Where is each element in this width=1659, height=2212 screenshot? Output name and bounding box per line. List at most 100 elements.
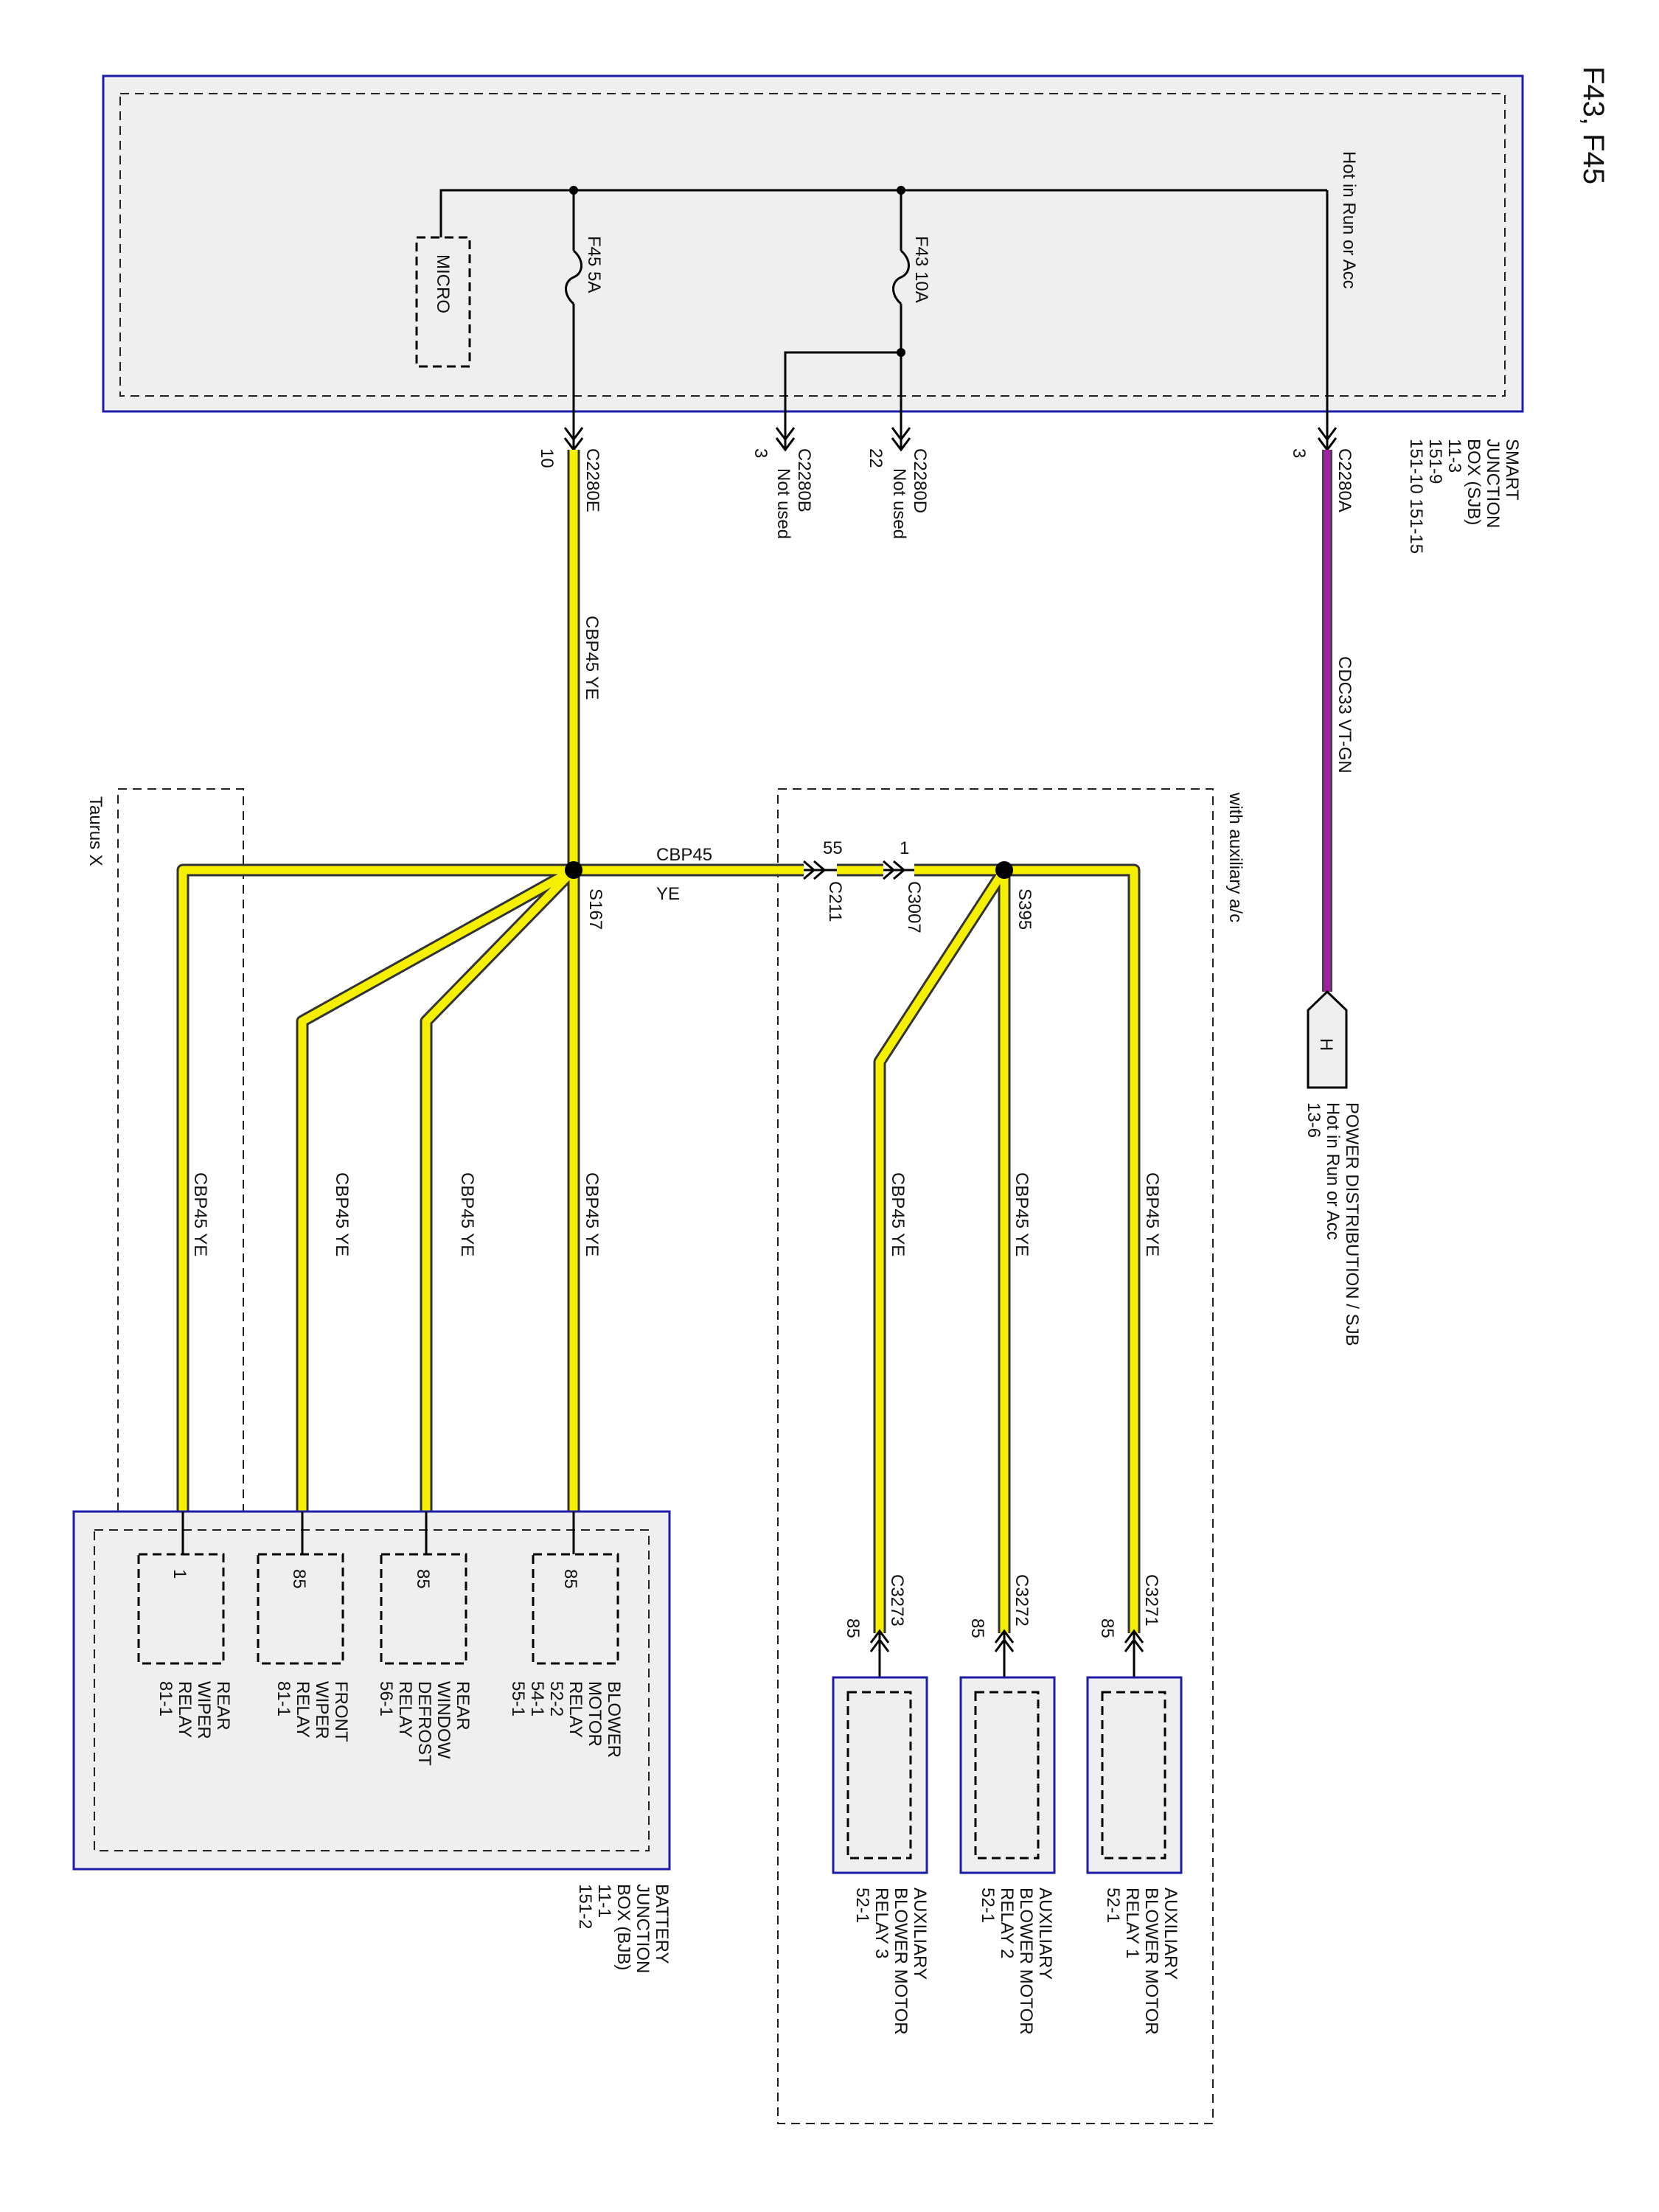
bjb-relay-stubs: [181, 1512, 575, 1554]
c2280d-pin: 22: [866, 448, 886, 468]
svg-text:BATTERY: BATTERY: [652, 1884, 672, 1964]
svg-text:151-10 151-15: 151-10 151-15: [1406, 439, 1426, 554]
aux-relay-3-connector: C3273: [887, 1574, 907, 1627]
bjb-relay-blower-motor: [532, 1553, 619, 1665]
svg-text:56-1: 56-1: [376, 1681, 396, 1717]
wire-cbp45-label: CBP45 YE: [582, 1172, 602, 1256]
svg-text:RELAY: RELAY: [293, 1681, 313, 1738]
svg-text:13-6: 13-6: [1304, 1102, 1324, 1138]
power-connector-letter: H: [1316, 1038, 1336, 1051]
svg-text:151-2: 151-2: [575, 1884, 595, 1929]
svg-text:Hot in Run or Acc: Hot in Run or Acc: [1323, 1102, 1343, 1240]
svg-text:11-3: 11-3: [1444, 439, 1464, 473]
bjb-label: BATTERY JUNCTION BOX (BJB) 11-1 151-2: [575, 1884, 672, 1973]
f45-fuse-symbol: [565, 249, 582, 305]
splice-s167-label: S167: [585, 888, 605, 930]
svg-text:BLOWER: BLOWER: [604, 1681, 624, 1758]
wire-cbp45-label: CBP45 YE: [1012, 1172, 1032, 1256]
junction-dot: [897, 348, 905, 357]
bjb-relay-rear-wiper: [137, 1553, 225, 1665]
aux-relay-1: [1086, 1676, 1183, 1874]
svg-text:BLOWER MOTOR: BLOWER MOTOR: [1141, 1888, 1161, 2035]
yellow-wire-outlines: [176, 450, 1141, 1633]
svg-text:52-1: 52-1: [978, 1888, 998, 1923]
power-distribution-label: POWER DISTRIBUTION / SJB Hot in Run or A…: [1304, 1102, 1362, 1346]
svg-text:AUXILIARY: AUXILIARY: [910, 1888, 930, 1980]
wire-cbp45-label: CBP45 YE: [332, 1172, 352, 1256]
svg-text:DEFROST: DEFROST: [414, 1681, 434, 1766]
svg-text:REAR: REAR: [453, 1681, 473, 1731]
aux-relay-1-pin: 85: [1097, 1618, 1117, 1638]
power-distribution-connector: [1307, 990, 1348, 1089]
svg-text:52-2: 52-2: [546, 1681, 566, 1717]
wire-cbp45-label: CBP45 YE: [888, 1172, 908, 1256]
svg-text:RELAY 2: RELAY 2: [997, 1888, 1017, 1959]
svg-text:52-1: 52-1: [1103, 1888, 1123, 1923]
c2280b-label: C2280B: [794, 448, 814, 512]
bjb-relay-blower-motor-pin: 85: [560, 1569, 580, 1589]
f45-fuse-label: F45 5A: [584, 236, 604, 293]
svg-text:RELAY 3: RELAY 3: [872, 1888, 891, 1959]
svg-text:11-1: 11-1: [594, 1884, 614, 1918]
svg-text:SMART: SMART: [1502, 439, 1522, 501]
c2280a-pin: 3: [1289, 448, 1309, 458]
svg-text:WINDOW: WINDOW: [434, 1681, 453, 1759]
taurus-x-group: [117, 788, 244, 1778]
svg-text:151-9: 151-9: [1425, 439, 1445, 484]
junction-dot: [897, 186, 905, 195]
connector-arrows: [563, 427, 1338, 452]
bjb-relay-front-wiper: [257, 1553, 344, 1665]
svg-text:52-1: 52-1: [852, 1888, 872, 1923]
junction-dot: [569, 186, 578, 195]
c2280e-label: C2280E: [582, 448, 602, 512]
c3007-pin: 1: [900, 838, 909, 858]
svg-text:RELAY: RELAY: [175, 1681, 195, 1738]
wire-cbp45-label: CBP45 YE: [582, 616, 602, 700]
bjb-relay-front-wiper-pin: 85: [289, 1569, 309, 1589]
wire-cbp45-color: YE: [656, 884, 680, 904]
wire-cbp45-label: CBP45 YE: [1142, 1172, 1162, 1256]
bjb-relay-blower-motor-label: BLOWER MOTOR RELAY 52-2 54-1 55-1: [508, 1681, 624, 1758]
f43-fuse-symbol: [892, 249, 910, 305]
taurus-x-group-label: Taurus X: [86, 796, 105, 866]
aux-ac-group-label: with auxiliary a/c: [1225, 792, 1245, 922]
svg-text:WIPER: WIPER: [312, 1681, 332, 1739]
aux-relay-arrows: [869, 1629, 1144, 1652]
svg-text:BLOWER MOTOR: BLOWER MOTOR: [891, 1888, 911, 2035]
wire-cbp45-name: CBP45: [656, 845, 712, 865]
svg-text:RELAY: RELAY: [566, 1681, 585, 1738]
wire-cbp45-label: CBP45 YE: [190, 1172, 210, 1256]
bjb-relay-rear-window-defrost-label: REAR WINDOW DEFROST RELAY 56-1: [376, 1681, 473, 1766]
svg-text:54-1: 54-1: [527, 1681, 547, 1717]
aux-relay-2-pin: 85: [967, 1618, 987, 1638]
svg-text:WIPER: WIPER: [194, 1681, 214, 1739]
svg-text:MOTOR: MOTOR: [585, 1681, 605, 1747]
aux-relay-2: [959, 1676, 1056, 1874]
micro-label: MICRO: [433, 254, 453, 313]
svg-text:RELAY: RELAY: [395, 1681, 415, 1738]
svg-text:BOX (BJB): BOX (BJB): [613, 1884, 633, 1970]
splice-s395: [995, 861, 1013, 879]
splice-s167: [565, 861, 582, 879]
c2280a-label: C2280A: [1335, 448, 1354, 512]
svg-text:AUXILIARY: AUXILIARY: [1161, 1888, 1180, 1980]
wire-cbp45-label: CBP45 YE: [457, 1172, 477, 1256]
c2280b-pin: 3: [751, 448, 771, 458]
svg-text:REAR: REAR: [213, 1681, 233, 1731]
svg-text:JUNCTION: JUNCTION: [633, 1884, 653, 1973]
c3007-label: C3007: [904, 881, 924, 933]
aux-relay-1-label: AUXILIARY BLOWER MOTOR RELAY 1 52-1: [1103, 1888, 1180, 2035]
page-title: F43, F45: [1577, 66, 1610, 184]
aux-relay-3-label: AUXILIARY BLOWER MOTOR RELAY 3 52-1: [852, 1888, 930, 2035]
svg-text:BOX (SJB): BOX (SJB): [1464, 439, 1484, 525]
c2280d-note: Not used: [889, 468, 909, 539]
svg-text:POWER DISTRIBUTION / SJB: POWER DISTRIBUTION / SJB: [1342, 1102, 1362, 1346]
aux-relay-1-connector: C3271: [1141, 1574, 1161, 1627]
svg-text:81-1: 81-1: [156, 1681, 175, 1717]
svg-text:JUNCTION: JUNCTION: [1483, 439, 1503, 528]
aux-relay-3: [832, 1676, 928, 1874]
bjb-relay-front-wiper-label: FRONT WIPER RELAY 81-1: [274, 1681, 351, 1742]
svg-text:RELAY 1: RELAY 1: [1122, 1888, 1142, 1959]
micro-module: [415, 236, 471, 368]
